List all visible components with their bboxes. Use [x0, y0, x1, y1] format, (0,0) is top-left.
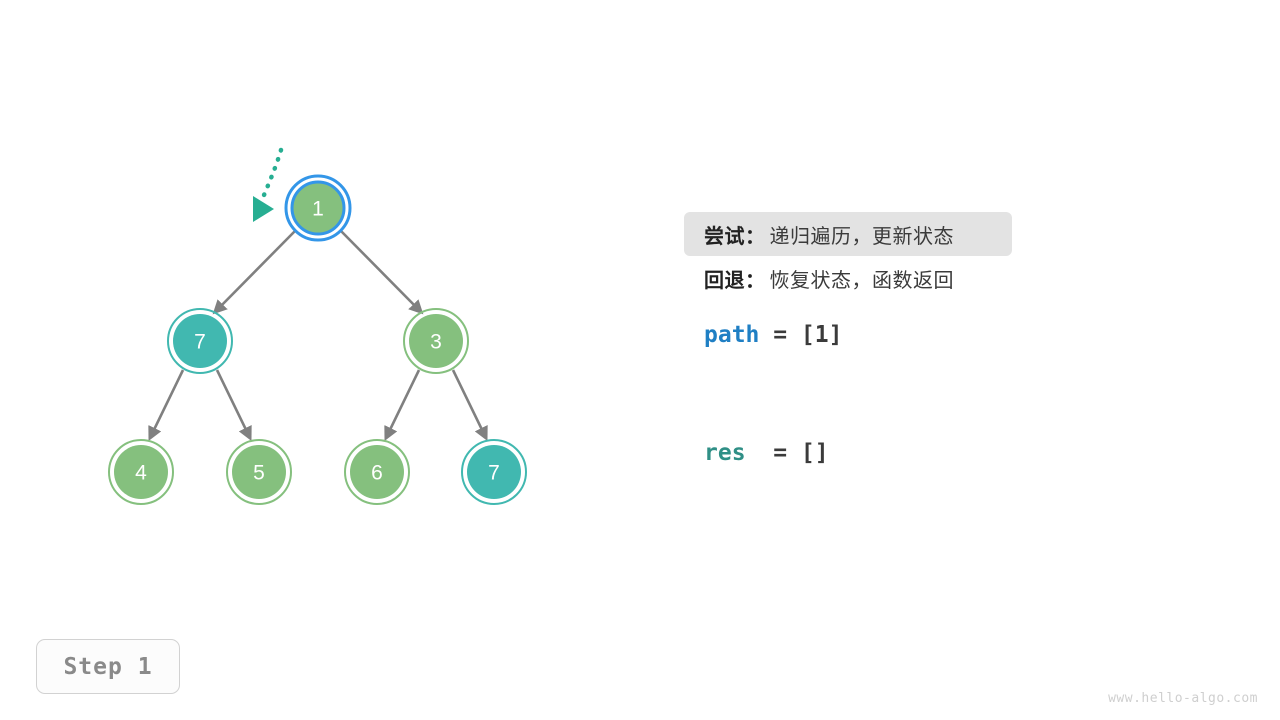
node-4-label: 4	[135, 462, 147, 485]
tree-node-7-right[interactable]: 7	[461, 439, 527, 505]
node-1-label: 1	[312, 198, 324, 221]
operation-try-label: 尝试：	[704, 225, 766, 248]
node-4-outer-ring	[108, 439, 174, 505]
node-7l-fill	[173, 314, 227, 368]
variable-path-name: path	[704, 322, 760, 348]
tree-node-3[interactable]: 3	[403, 308, 469, 374]
node-1-fill	[290, 180, 346, 236]
node-3-label: 3	[430, 331, 442, 354]
node-5-outer-ring	[226, 439, 292, 505]
pointer-dotted-path	[259, 147, 284, 203]
node-6-fill	[350, 445, 404, 499]
tree-node-7-left[interactable]: 7	[167, 308, 233, 374]
variable-res-row: res = []	[684, 431, 1244, 475]
edge-3-to-6	[384, 369, 421, 442]
binary-tree-figure: 1 7 3 4 5 6 7	[108, 147, 527, 505]
tree-node-6[interactable]: 6	[344, 439, 410, 505]
tree-canvas: 1 7 3 4 5 6 7	[108, 147, 527, 505]
operation-backtrack-label: 回退：	[704, 269, 766, 292]
tree-node-4[interactable]: 4	[108, 439, 174, 505]
tree-node-5[interactable]: 5	[226, 439, 292, 505]
info-panel: 尝试： 递归遍历，更新状态 回退： 恢复状态，函数返回 path = [1] r…	[684, 212, 1244, 475]
operation-try-text: 递归遍历，更新状态	[769, 225, 954, 248]
variable-path-row: path = [1]	[684, 313, 1244, 357]
pointer-triangle-icon	[253, 196, 274, 222]
edge-1-to-3	[340, 230, 424, 315]
tree-node-1[interactable]: 1	[284, 174, 352, 242]
node-6-outer-ring	[344, 439, 410, 505]
operation-backtrack-text: 恢复状态，函数返回	[769, 269, 954, 292]
variable-res-value: = []	[745, 440, 829, 466]
variable-path-value: = [1]	[759, 322, 843, 348]
node-5-fill	[232, 445, 286, 499]
operation-backtrack-row: 回退： 恢复状态，函数返回	[684, 256, 1244, 300]
tree-edges	[148, 230, 488, 442]
node-6-label: 6	[371, 462, 383, 485]
edge-1-to-7	[212, 230, 296, 315]
node-1-outer-ring	[284, 174, 352, 242]
edge-7-to-5	[215, 369, 252, 442]
edge-7-to-4	[148, 369, 185, 442]
node-5-label: 5	[253, 462, 265, 485]
variable-res-name: res	[704, 440, 746, 466]
site-watermark: www.hello-algo.com	[1108, 691, 1258, 706]
node-3-outer-ring	[403, 308, 469, 374]
recursion-entry-pointer	[253, 147, 284, 222]
node-7l-label: 7	[194, 331, 206, 354]
node-3-fill	[409, 314, 463, 368]
node-7r-outer-ring	[461, 439, 527, 505]
node-4-fill	[114, 445, 168, 499]
step-badge: Step 1	[36, 639, 180, 694]
edge-3-to-7	[451, 369, 488, 442]
node-7r-label: 7	[488, 462, 500, 485]
node-7l-outer-ring	[167, 308, 233, 374]
operation-try-row: 尝试： 递归遍历，更新状态	[684, 212, 1012, 256]
node-7r-fill	[467, 445, 521, 499]
